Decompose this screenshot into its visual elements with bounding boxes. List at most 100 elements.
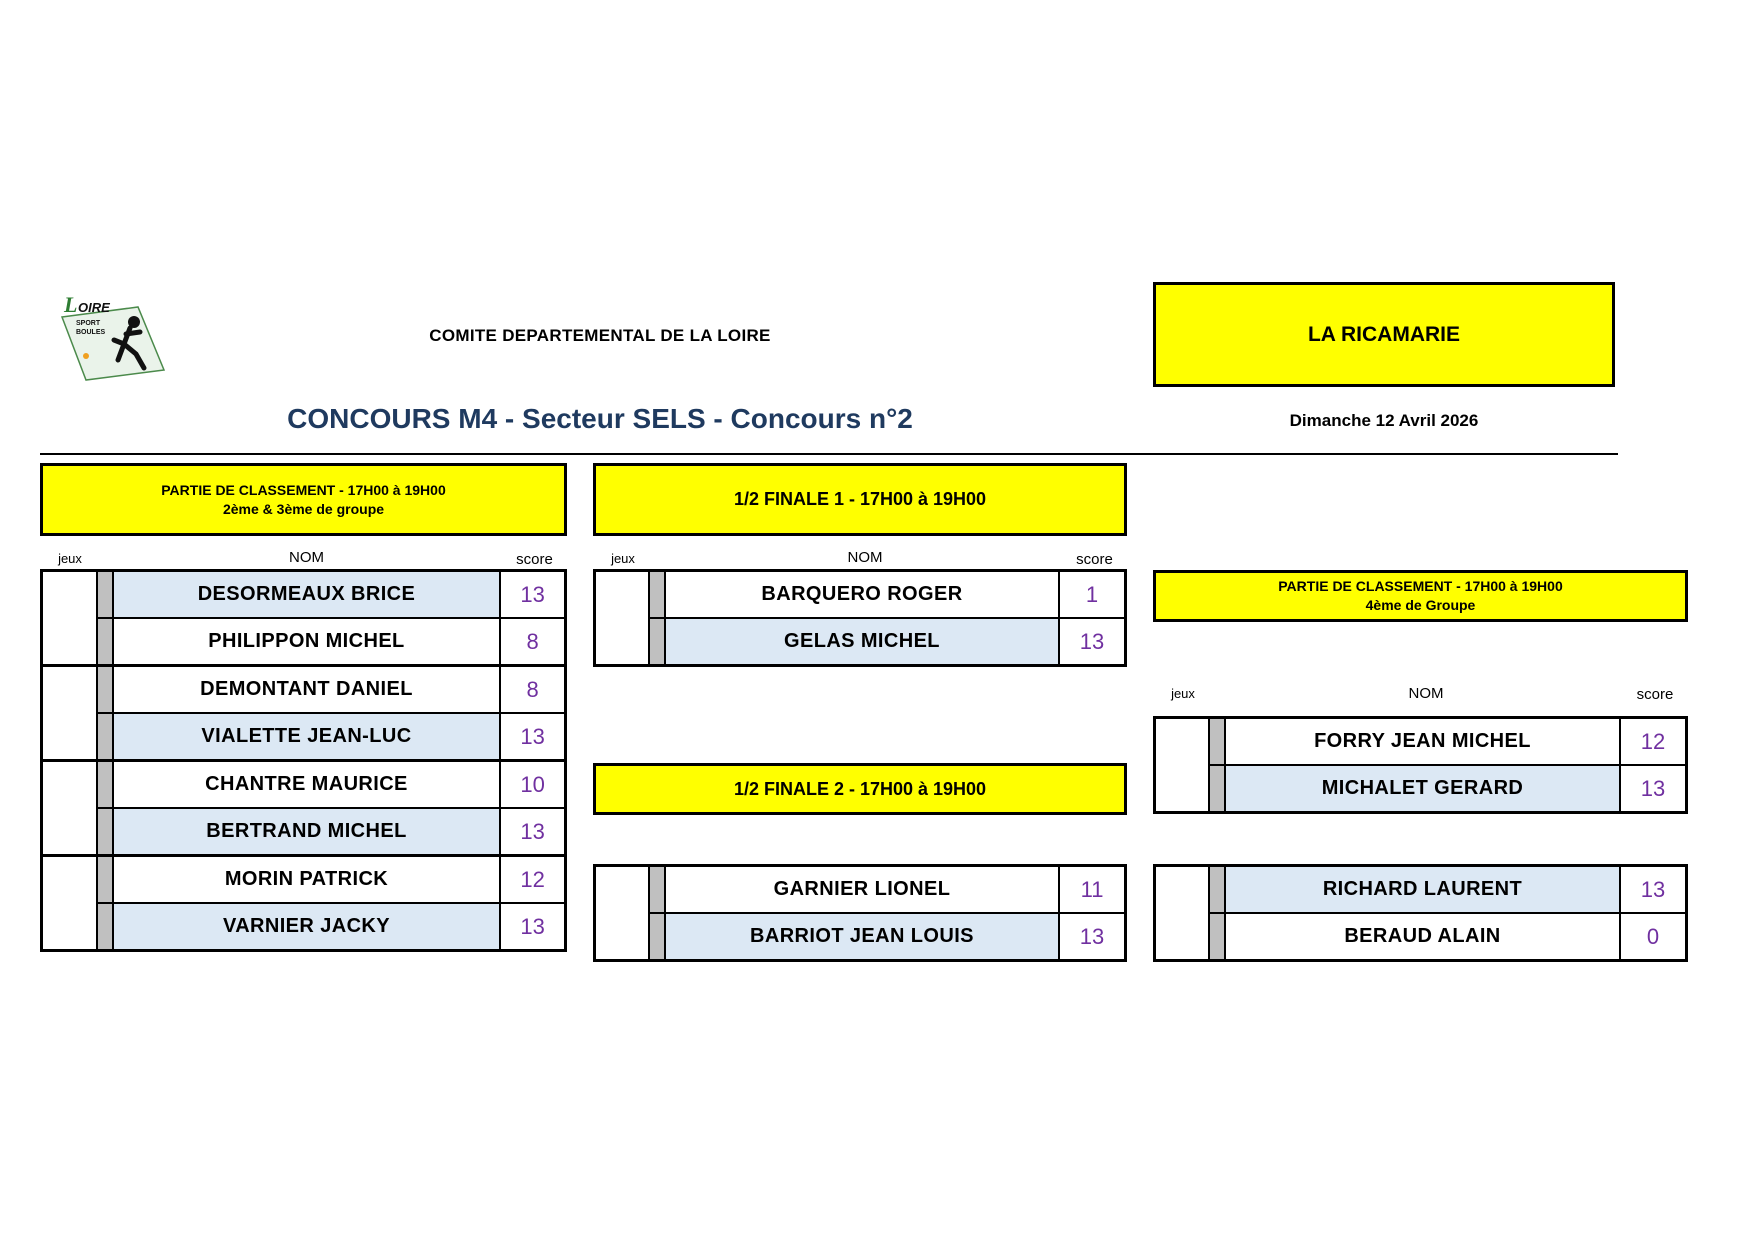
classement4-bracket-2: RICHARD LAURENT 13 BERAUD ALAIN 0 (1153, 864, 1688, 962)
venue-name: LA RICAMARIE (1307, 322, 1461, 346)
table-row: CHANTRE MAURICE 10 (40, 759, 567, 857)
row-marker (1207, 912, 1226, 962)
player-score: 13 (499, 807, 567, 857)
classement-bracket: DESORMEAUX BRICE 13 PHILIPPON MICHEL 8 D… (40, 569, 567, 952)
games-cell (593, 864, 650, 962)
player-score: 12 (499, 854, 567, 904)
table-row: RICHARD LAURENT 13 (1153, 864, 1688, 962)
table-row: DEMONTANT DANIEL 8 (40, 664, 567, 762)
player-name: CHANTRE MAURICE (111, 759, 502, 809)
player-name: MORIN PATRICK (111, 854, 502, 904)
jeux-label: jeux (1171, 686, 1195, 701)
svg-text:L: L (63, 292, 77, 317)
svg-text:SPORT: SPORT (76, 320, 101, 327)
player-name: GELAS MICHEL (663, 617, 1061, 667)
row-marker (95, 854, 114, 904)
classement4-banner: PARTIE DE CLASSEMENT - 17H00 à 19H00 4èm… (1153, 570, 1688, 622)
row-marker (1207, 864, 1226, 914)
table-row: MICHALET GERARD 13 (1155, 764, 1688, 814)
player-name: BARQUERO ROGER (663, 569, 1061, 619)
score-label: score (1076, 551, 1113, 568)
player-score: 8 (499, 664, 567, 714)
score-label: score (516, 551, 553, 568)
player-name: FORRY JEAN MICHEL (1223, 716, 1622, 766)
row-marker (95, 617, 114, 667)
table-row: GELAS MICHEL 13 (595, 617, 1127, 667)
player-score: 13 (499, 569, 567, 619)
classement-banner: PARTIE DE CLASSEMENT - 17H00 à 19H00 2èm… (40, 463, 567, 536)
player-name: DESORMEAUX BRICE (111, 569, 502, 619)
player-score: 13 (1619, 764, 1688, 814)
score-label: score (1636, 686, 1674, 703)
semi2-banner: 1/2 FINALE 2 - 17H00 à 19H00 (593, 763, 1127, 815)
player-name: BARRIOT JEAN LOUIS (663, 912, 1061, 962)
games-cell (40, 664, 98, 762)
table-row: MORIN PATRICK 12 (40, 854, 567, 952)
games-cell (1153, 864, 1210, 962)
venue-box: LA RICAMARIE (1153, 282, 1615, 387)
row-marker (95, 807, 114, 857)
games-cell (40, 569, 98, 667)
games-cell (40, 759, 98, 857)
player-score: 10 (499, 759, 567, 809)
header-divider (40, 453, 1618, 455)
row-marker (95, 712, 114, 762)
player-name: VIALETTE JEAN-LUC (111, 712, 502, 762)
semi2-bracket: GARNIER LIONEL 11 BARRIOT JEAN LOUIS 13 (593, 864, 1127, 962)
loire-sport-boules-logo: L OIRE SPORT BOULES (40, 282, 170, 392)
nom-label: NOM (1408, 685, 1444, 702)
nom-label: NOM (289, 549, 324, 566)
table-row: GARNIER LIONEL 11 (593, 864, 1127, 962)
games-cell (1153, 716, 1210, 814)
nom-label: NOM (847, 549, 883, 566)
classement4-bracket-1: FORRY JEAN MICHEL 12 MICHALET GERARD 13 (1153, 716, 1688, 814)
player-name: RICHARD LAURENT (1223, 864, 1622, 914)
classement4-banner-line1: PARTIE DE CLASSEMENT - 17H00 à 19H00 (1278, 578, 1563, 595)
player-name: VARNIER JACKY (111, 902, 502, 952)
player-name: PHILIPPON MICHEL (111, 617, 502, 667)
player-name: BERAUD ALAIN (1223, 912, 1622, 962)
row-marker (95, 759, 114, 809)
jeux-label: jeux (611, 551, 635, 566)
player-name: MICHALET GERARD (1223, 764, 1622, 814)
player-name: BERTRAND MICHEL (111, 807, 502, 857)
row-marker (1207, 764, 1226, 814)
row-marker (647, 864, 666, 914)
table-row: VIALETTE JEAN-LUC 13 (42, 712, 567, 762)
player-score: 11 (1058, 864, 1127, 914)
games-cell (40, 854, 98, 952)
player-score: 8 (499, 617, 567, 667)
table-row: BERAUD ALAIN 0 (1155, 912, 1688, 962)
player-score: 1 (1058, 569, 1127, 619)
table-row: BERTRAND MICHEL 13 (42, 807, 567, 857)
organization-name: COMITE DEPARTEMENTAL DE LA LOIRE (429, 326, 771, 345)
table-row: PHILIPPON MICHEL 8 (42, 617, 567, 667)
table-row: DESORMEAUX BRICE 13 (40, 569, 567, 667)
row-marker (95, 569, 114, 619)
games-cell (593, 569, 650, 667)
page-title: CONCOURS M4 - Secteur SELS - Concours n°… (287, 403, 913, 434)
player-score: 13 (499, 712, 567, 762)
player-score: 0 (1619, 912, 1688, 962)
svg-text:OIRE: OIRE (78, 300, 110, 315)
classement-banner-line2: 2ème & 3ème de groupe (222, 500, 385, 517)
semi2-banner-text: 1/2 FINALE 2 - 17H00 à 19H00 (733, 778, 987, 799)
player-score: 13 (499, 902, 567, 952)
row-marker (647, 617, 666, 667)
table-row: FORRY JEAN MICHEL 12 (1153, 716, 1688, 814)
classement4-banner-line2: 4ème de Groupe (1365, 597, 1476, 613)
semi1-banner: 1/2 FINALE 1 - 17H00 à 19H00 (593, 463, 1127, 536)
row-marker (95, 902, 114, 952)
row-marker (1207, 716, 1226, 766)
player-name: DEMONTANT DANIEL (111, 664, 502, 714)
semi1-bracket: BARQUERO ROGER 1 GELAS MICHEL 13 (593, 569, 1127, 667)
table-row: BARQUERO ROGER 1 (593, 569, 1127, 667)
table-row: VARNIER JACKY 13 (42, 902, 567, 952)
event-date: Dimanche 12 Avril 2026 (1289, 411, 1479, 430)
svg-text:BOULES: BOULES (76, 329, 106, 336)
row-marker (647, 912, 666, 962)
player-score: 13 (1058, 912, 1127, 962)
jeux-label: jeux (58, 551, 82, 566)
table-row: BARRIOT JEAN LOUIS 13 (595, 912, 1127, 962)
player-score: 13 (1619, 864, 1688, 914)
